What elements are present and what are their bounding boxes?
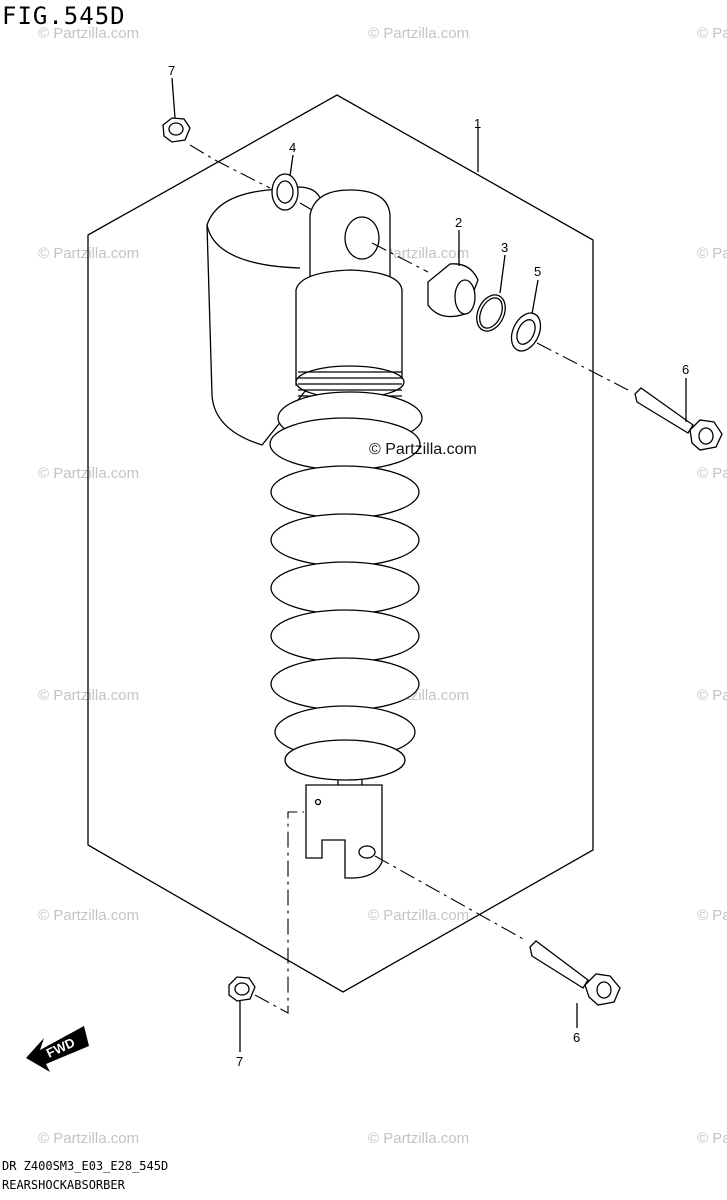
watermark: © Partzilla.com <box>368 907 469 924</box>
reservoir <box>206 186 323 446</box>
assembly-outline <box>87 94 594 993</box>
part-3-circlip <box>476 294 506 332</box>
watermark: © Partzilla.com <box>38 25 139 42</box>
figure-code: DR Z400SM3_E03_E28_545D <box>2 1159 169 1173</box>
part-6-bolt-upper <box>634 387 723 451</box>
watermark: © Partzilla.com <box>697 465 727 482</box>
watermark-center: © Partzilla.com <box>369 441 477 458</box>
watermark: © Partzilla.com <box>368 25 469 42</box>
part-6-bolt-lower <box>529 940 621 1006</box>
watermark: © Partzilla.com <box>368 1130 469 1147</box>
watermark: © Partzilla.com <box>697 907 727 924</box>
part-2-bushing <box>427 263 479 318</box>
leader-lines <box>171 77 687 1052</box>
reservoir-rim <box>206 224 301 269</box>
adjuster-threads <box>298 371 402 397</box>
callout-6-lower: 6 <box>573 1030 580 1045</box>
part-7-nut-upper <box>162 117 191 143</box>
callout-1: 1 <box>474 116 481 131</box>
fwd-direction-arrow: FWD <box>26 1026 89 1072</box>
watermark-layer: © Partzilla.com © Partzilla.com © Partzi… <box>38 25 727 1147</box>
shock-body <box>295 269 403 386</box>
watermark: © Partzilla.com <box>368 245 469 262</box>
callout-2: 2 <box>455 215 462 230</box>
figure-name: REARSHOCKABSORBER <box>2 1178 125 1192</box>
part-4-washer <box>271 173 299 211</box>
alignment-lines <box>189 144 629 1014</box>
coil-spring <box>269 417 421 781</box>
top-eye-hole <box>344 216 380 260</box>
callout-3: 3 <box>501 240 508 255</box>
part-7-nut-lower <box>228 976 256 1002</box>
watermark: © Partzilla.com <box>697 1130 727 1147</box>
part-5-washer <box>510 312 542 352</box>
lower-eye-hole <box>358 845 376 859</box>
watermark: © Partzilla.com <box>697 25 727 42</box>
watermark: © Partzilla.com <box>38 1130 139 1147</box>
callout-5: 5 <box>534 264 541 279</box>
callout-6-upper: 6 <box>682 362 689 377</box>
callout-7-upper: 7 <box>168 63 175 78</box>
callout-7-lower: 7 <box>236 1054 243 1069</box>
callout-4: 4 <box>289 140 296 155</box>
clevis-pin-hole <box>314 798 322 806</box>
watermark: © Partzilla.com <box>38 907 139 924</box>
callouts: 1 2 3 4 5 6 6 7 7 <box>168 63 689 1069</box>
figure-title: FIG.545D <box>2 2 126 30</box>
watermark: © Partzilla.com <box>697 687 727 704</box>
watermark: © Partzilla.com <box>697 245 727 262</box>
